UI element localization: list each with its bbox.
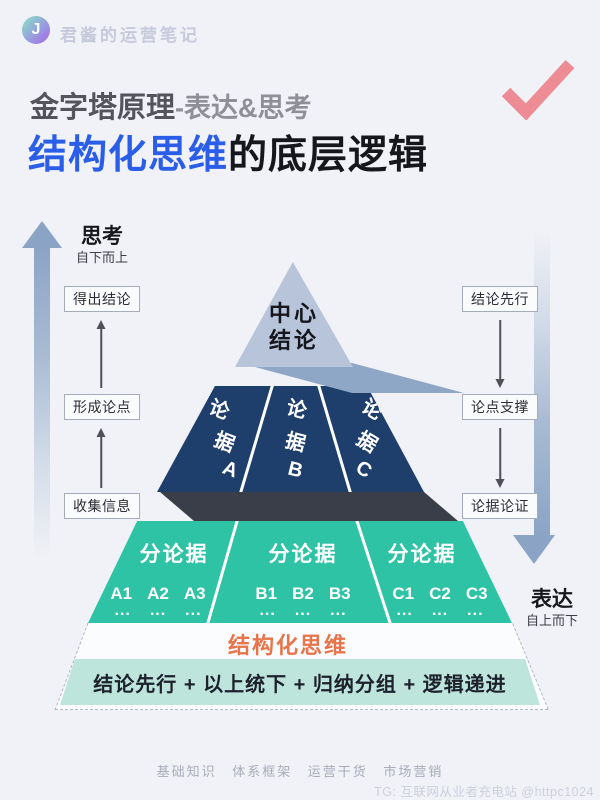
down-arrow-icon <box>495 428 505 488</box>
sub-evidence-panel-a: 分论据 A1 A2 A3 ... ... ... <box>88 538 228 619</box>
evidence-char: 论 <box>357 395 387 425</box>
ellipsis: ... <box>185 602 202 619</box>
sub-evidence-item: A1 <box>110 584 133 603</box>
page-title: 结构化思维的底层逻辑 <box>28 124 428 180</box>
expression-sublabel: 自上而下 <box>525 613 578 628</box>
big-down-arrow-head-icon <box>513 535 555 564</box>
ellipsis: ... <box>467 602 484 619</box>
flow-step-form-arguments: 形成论点 <box>64 394 140 420</box>
brand-name: 君酱的运营笔记 <box>60 26 200 45</box>
sub-evidence-panel-c: 分论据 C1 C2 C3 ... ... ... <box>370 538 510 619</box>
ellipsis: ... <box>114 602 131 619</box>
up-arrow-icon <box>96 320 106 388</box>
sub-evidence-item: B2 <box>292 584 314 603</box>
evidence-panel-a: 论 据 A <box>196 390 254 490</box>
ellipsis: ... <box>149 602 167 619</box>
sub-evidence-title: 分论据 <box>268 543 338 566</box>
flow-step-evidence-proof: 论据论证 <box>462 493 538 519</box>
sub-evidence-item: B1 <box>255 584 278 603</box>
down-arrow-icon <box>495 320 505 388</box>
formula-bar: 结论先行 + 以上统下 + 归纳分组 + 逻辑递进 <box>60 659 540 705</box>
evidence-char: 据 <box>210 428 238 457</box>
apex-line2: 结论 <box>268 328 319 353</box>
flow-step-conclusion-first: 结论先行 <box>462 286 538 312</box>
logo-letter: J <box>31 21 41 38</box>
sub-evidence-item: C2 <box>429 584 451 603</box>
big-down-arrow-shaft <box>534 232 550 536</box>
page-title-rest: 的底层逻辑 <box>228 134 429 177</box>
formula-text: 结论先行 + 以上统下 + 归纳分组 + 逻辑递进 <box>93 673 507 696</box>
evidence-char: A <box>219 456 241 483</box>
big-up-arrow-head-icon <box>22 221 62 248</box>
sub-evidence-item: A3 <box>183 584 206 603</box>
sub-evidence-item: B3 <box>328 584 351 603</box>
evidence-char: B <box>285 457 305 483</box>
thinking-sublabel: 自下而上 <box>75 250 128 265</box>
ellipsis: ... <box>294 602 312 619</box>
sub-evidence-title: 分论据 <box>139 543 209 566</box>
flow-step-point-support: 论点支撑 <box>462 394 538 420</box>
kicker-bold: 金字塔原理 <box>30 92 176 124</box>
footer-tags: 基础知识 体系框架 运营干货 市场营销 <box>156 764 444 779</box>
evidence-char: 据 <box>283 429 308 457</box>
evidence-tier-shadow <box>160 492 458 521</box>
sub-evidence-title: 分论据 <box>387 543 457 566</box>
thinking-label: 思考 <box>81 225 123 248</box>
evidence-char: C <box>351 456 376 483</box>
kicker-rest: -表达&思考 <box>175 93 312 123</box>
evidence-char: 论 <box>205 396 233 425</box>
big-up-arrow-shaft <box>34 247 50 556</box>
page-title-highlight: 结构化思维 <box>28 134 229 177</box>
structured-thinking-title: 结构化思维 <box>227 633 348 658</box>
ellipsis: ... <box>431 602 449 619</box>
check-icon <box>501 59 575 120</box>
expression-label: 表达 <box>531 588 573 611</box>
sub-evidence-tier: 分论据 A1 A2 A3 ... ... ... 分论据 B1 B2 B3 ..… <box>88 521 512 623</box>
sub-evidence-item: A2 <box>147 584 169 603</box>
apex-line1: 中心 <box>268 301 319 326</box>
evidence-panel-b: 论 据 B <box>272 392 319 487</box>
evidence-tier: 论 据 A 论 据 B 论 据 C <box>157 386 424 492</box>
ellipsis: ... <box>330 602 347 619</box>
sub-evidence-item: C1 <box>392 584 415 603</box>
flow-step-draw-conclusion: 得出结论 <box>64 286 140 312</box>
evidence-char: 论 <box>284 396 309 424</box>
base-tier-bottom-edge <box>55 709 548 710</box>
brand-logo-icon: J <box>22 16 50 44</box>
pyramid-apex: 中心 结论 <box>235 262 353 367</box>
evidence-panel-c: 论 据 C <box>339 390 397 490</box>
sub-evidence-panel-b: 分论据 B1 B2 B3 ... ... ... <box>233 538 373 619</box>
flow-step-collect-info: 收集信息 <box>64 493 140 519</box>
ellipsis: ... <box>396 602 413 619</box>
sub-evidence-item: C3 <box>465 584 488 603</box>
kicker: 金字塔原理-表达&思考 <box>30 84 312 126</box>
up-arrow-icon <box>96 428 106 488</box>
watermark: TG: 互联网从业者充电站 @httpc1024 <box>374 785 594 799</box>
evidence-char: 据 <box>352 428 381 458</box>
ellipsis: ... <box>259 602 276 619</box>
